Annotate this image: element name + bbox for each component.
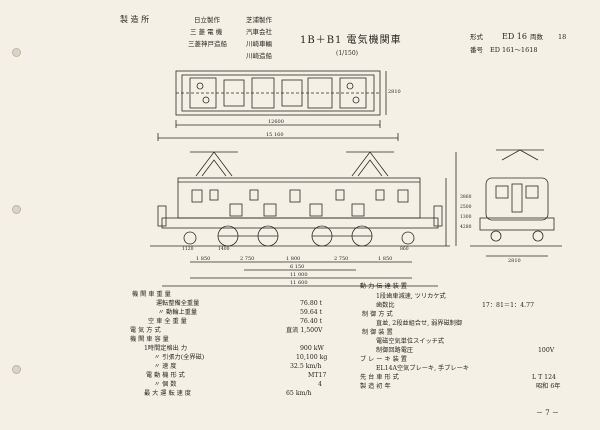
number-label: 番号 (470, 46, 483, 54)
dimension-label: 11 000 (290, 272, 308, 278)
binder-hole (12, 48, 21, 57)
dimension-label: 2810 (508, 258, 521, 264)
page-title: 1B＋B1 電気機関車 (300, 35, 402, 46)
maker-name: 川崎造船 (246, 52, 272, 60)
spec-label: 製 造 初 年 (360, 383, 391, 390)
dimension-label: 2810 (388, 89, 401, 95)
spec-label: 1段歯車減速, ツリカケ式 (376, 293, 446, 300)
spec-label: 〃 引張力(全界磁) (154, 354, 205, 361)
spec-label: 機 関 車 重 量 (132, 291, 171, 298)
spec-label: 歯数比 (376, 302, 395, 309)
end-view (470, 149, 562, 257)
page-number: － 7 － (536, 409, 559, 417)
model-label: 形式 (470, 33, 483, 41)
binder-hole (12, 205, 21, 214)
spec-label: 〃 速 度 (154, 363, 177, 370)
maker-name: 川崎車輛 (246, 40, 272, 48)
spec-label: 動 力 伝 達 装 置 (360, 283, 407, 290)
dimension-label: 2 750 (240, 256, 255, 262)
spec-value: 32.5 km/h (290, 363, 322, 370)
spec-label: ブ レ ー キ 装 置 (360, 356, 407, 363)
spec-label: 制御回路電圧 (376, 347, 414, 354)
spec-label: 電 気 方 式 (130, 327, 161, 334)
dimension-label: 11 600 (290, 280, 308, 286)
spec-value: 76.80 t (300, 300, 323, 307)
dimension-label: 1300 (460, 215, 472, 220)
spec-value: MT17 (308, 372, 327, 379)
spec-value: 10,100 kg (296, 354, 328, 361)
spec-value: L T 124 (532, 374, 556, 381)
spec-label: 電 動 機 形 式 (146, 372, 185, 379)
spec-label: 機 関 車 容 量 (130, 336, 169, 343)
spec-value: 4 (318, 381, 322, 388)
dimension-label: 1120 (182, 247, 194, 252)
maker-name: 日立製作 (194, 16, 220, 24)
spec-label: 制 御 方 式 (362, 311, 393, 318)
dimension-label: 15 160 (266, 132, 284, 138)
maker-name: 芝浦製作 (246, 16, 272, 24)
spec-value: 100V (538, 347, 555, 354)
spec-label: 先 台 車 形 式 (360, 374, 399, 381)
dimension-label: 860 (400, 247, 409, 252)
maker-name: 三菱神戸造船 (188, 40, 227, 48)
spec-label: 最 大 運 転 速 度 (144, 390, 191, 397)
dimension-label: 2 750 (334, 256, 349, 262)
maker-name: 三 菱 電 機 (190, 28, 223, 36)
spec-label: 直並, 2段並組合せ, 弱界磁制御 (376, 320, 463, 327)
spec-label: 1時間定格出 力 (144, 345, 188, 352)
spec-value: 17：81＝1：4.77 (482, 302, 535, 309)
spec-label: 〃 動輪上重量 (158, 309, 198, 316)
number-value: ED 161～1618 (490, 46, 538, 54)
spec-value: 直流 1,500V (286, 327, 323, 334)
dimension-label: 1 800 (286, 256, 301, 262)
dimension-label: 2500 (460, 205, 472, 210)
spec-value: 76.40 t (300, 318, 323, 325)
scale-label: (1/150) (336, 50, 358, 57)
dimension-label: 12600 (268, 119, 284, 125)
side-view (150, 151, 457, 287)
dimension-label: 1 850 (196, 256, 211, 262)
spec-value: 900 kW (300, 345, 324, 352)
model-value: ED 16 (502, 32, 527, 41)
dimension-label: 6 150 (290, 264, 305, 270)
spec-label: 運転整備全重量 (156, 300, 200, 307)
spec-label: EL14A空気ブレーキ, 手ブレーキ (376, 365, 469, 372)
dimension-label: 4280 (460, 225, 472, 230)
spec-label: 〃 個 数 (154, 381, 177, 388)
dimension-label: 1 850 (378, 256, 393, 262)
maker-name: 汽車会社 (246, 28, 272, 36)
spec-label: 制 御 装 置 (362, 329, 393, 336)
count-label: 両数 (530, 33, 543, 41)
spec-label: 電磁空気単位スイッチ式 (376, 338, 445, 345)
spec-value: 昭和 6年 (536, 383, 561, 390)
binder-hole (12, 365, 21, 374)
spec-label: 空 車 全 重 量 (148, 318, 187, 325)
count-value: 18 (558, 33, 567, 41)
dimension-label: 3860 (460, 195, 472, 200)
spec-value: 65 km/h (286, 390, 312, 397)
maker-label: 製 造 所 (120, 15, 150, 24)
plan-view (157, 70, 399, 141)
spec-value: 59.64 t (300, 309, 323, 316)
dimension-label: 1400 (218, 247, 230, 252)
